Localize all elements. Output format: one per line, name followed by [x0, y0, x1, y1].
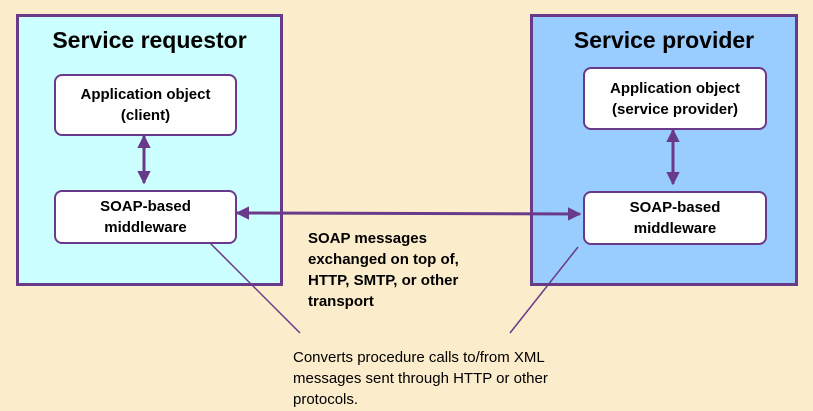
- provider-callout-line: [509, 246, 579, 334]
- requestor-app-label-line2: (client): [120, 107, 171, 124]
- provider-mw-label-line1: SOAP-based: [629, 199, 721, 216]
- service-requestor-title: Service requestor: [52, 27, 247, 53]
- requestor-middleware-box: SOAP-based middleware: [54, 190, 237, 244]
- converts-note-line2: messages sent through HTTP or other: [293, 370, 548, 387]
- requestor-app-label-line1: Application object: [80, 86, 211, 103]
- converts-procedure-calls-annotation: Converts procedure calls to/from XML mes…: [293, 347, 548, 410]
- soap-messages-double-arrow: [235, 206, 582, 221]
- soap-note-line4: transport: [308, 293, 374, 310]
- requestor-mw-label-line2: middleware: [104, 219, 187, 236]
- requestor-mw-label-line1: SOAP-based: [100, 198, 191, 215]
- soap-messages-annotation: SOAP messages exchanged on top of, HTTP,…: [308, 228, 459, 312]
- service-provider-panel: Service provider Application object (ser…: [530, 14, 798, 286]
- provider-app-label-line1: Application object: [609, 79, 740, 97]
- soap-note-line2: exchanged on top of,: [308, 251, 459, 268]
- provider-middleware-box: SOAP-based middleware: [583, 191, 767, 245]
- converts-note-line3: protocols.: [293, 391, 359, 408]
- converts-note-line1: Converts procedure calls to/from XML: [293, 349, 545, 366]
- provider-application-object-box: Application object (service provider): [583, 67, 767, 130]
- service-provider-title: Service provider: [573, 27, 755, 53]
- provider-mw-label-line2: middleware: [633, 220, 717, 237]
- provider-app-label-line2: (service provider): [612, 100, 738, 118]
- requestor-callout-line: [209, 242, 301, 334]
- soap-note-line1: SOAP messages: [308, 230, 427, 247]
- soap-note-line3: HTTP, SMTP, or other: [308, 272, 459, 289]
